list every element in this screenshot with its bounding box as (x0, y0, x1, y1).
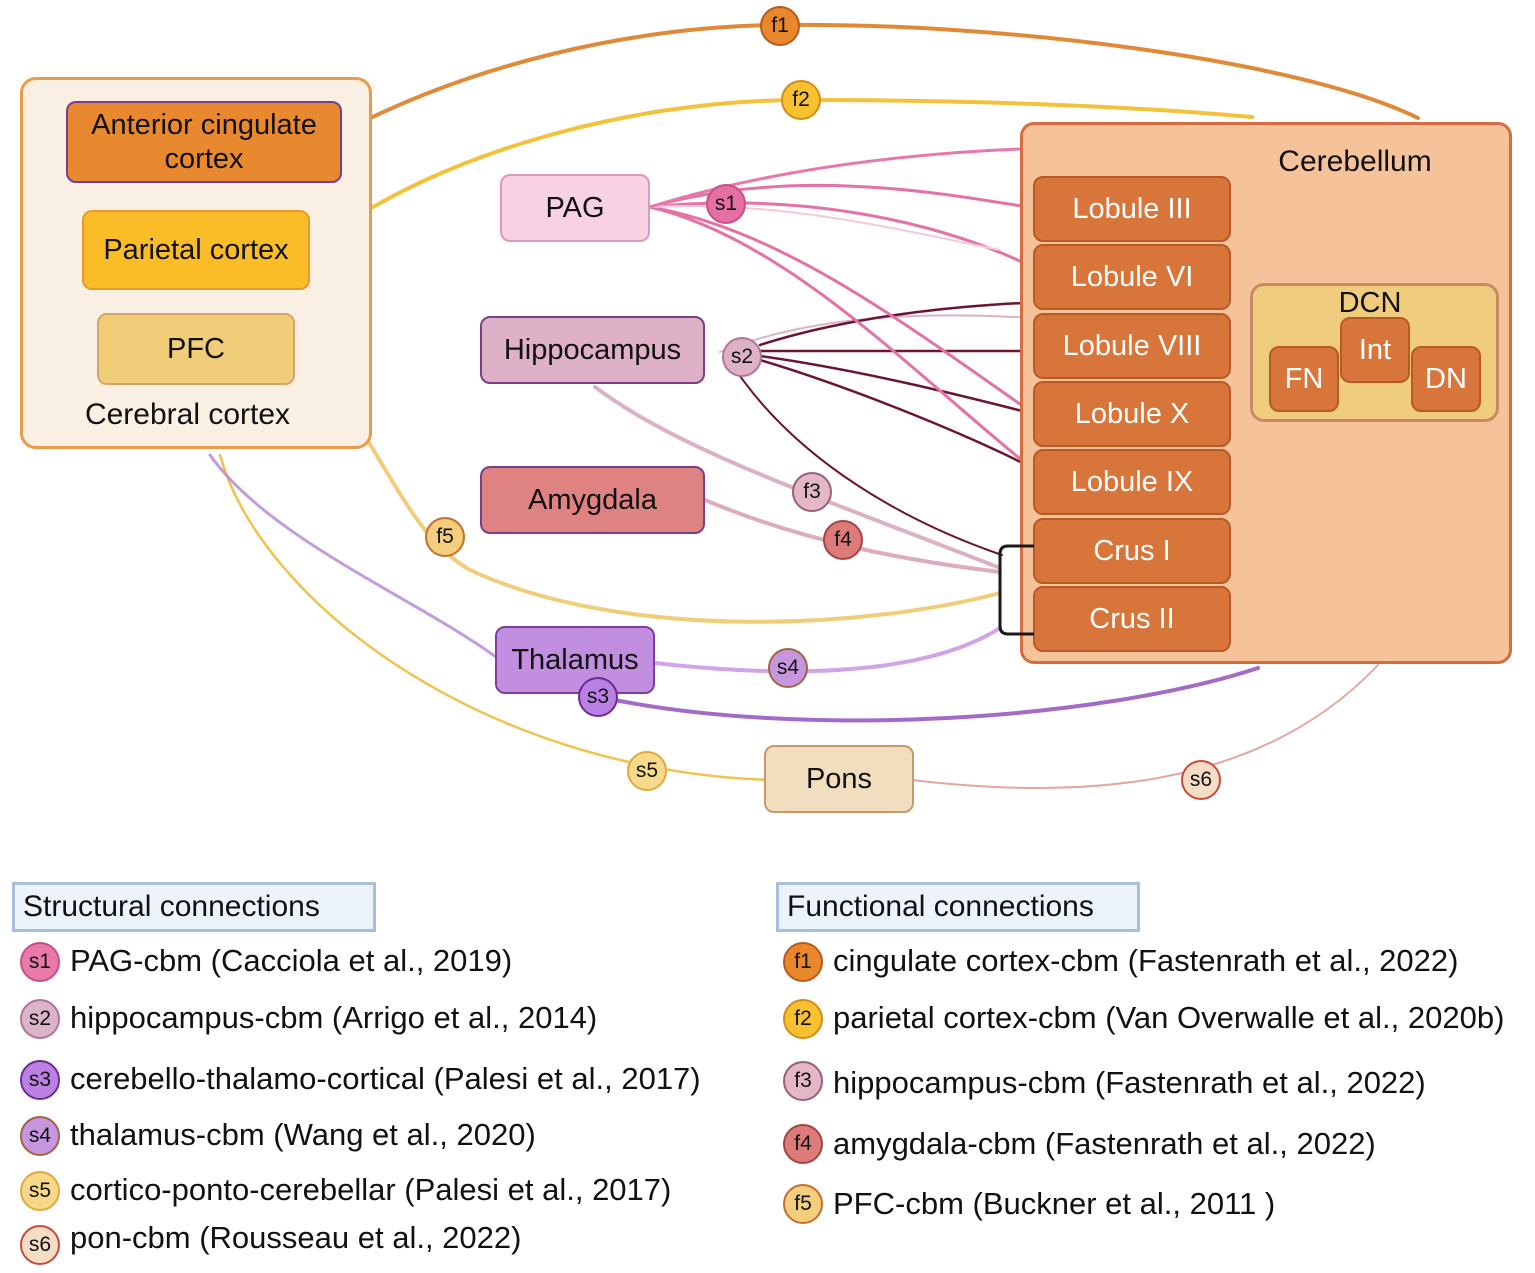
legend-text-f1: cingulate cortex-cbm (Fastenrath et al.,… (833, 943, 1459, 978)
lobule-x: Lobule X (1033, 381, 1231, 447)
tract-s2-lobulex (758, 354, 1036, 416)
tract-s3-cortex (208, 453, 502, 662)
structural-legend-title: Structural connections (12, 882, 376, 932)
legend-text-s3: cerebello-thalamo-cortical (Palesi et al… (70, 1061, 701, 1096)
node-amygdala: Amygdala (480, 466, 705, 534)
node-dn: DN (1411, 346, 1481, 412)
legend-text-f4: amygdala-cbm (Fastenrath et al., 2022) (833, 1126, 1376, 1161)
badge-f2: f2 (781, 80, 821, 120)
node-int: Int (1340, 317, 1410, 383)
tract-s2-light (719, 314, 1035, 353)
legend-badge-f3: f3 (783, 1061, 823, 1101)
badge-s4: s4 (768, 648, 808, 688)
tract-s1-light (649, 204, 1001, 251)
node-thalamus: Thalamus (495, 626, 655, 694)
node-hippocampus: Hippocampus (480, 316, 705, 384)
legend-badge-f1: f1 (783, 942, 823, 982)
legend-badge-f5: f5 (783, 1184, 823, 1224)
badge-s6: s6 (1181, 760, 1221, 800)
badge-f3: f3 (792, 472, 832, 512)
legend-text-f2: parietal cortex-cbm (Van Overwalle et al… (833, 1000, 1505, 1035)
legend-badge-s4: s4 (20, 1116, 60, 1156)
legend-badge-f2: f2 (783, 999, 823, 1039)
node-pfc: PFC (97, 313, 295, 385)
cerebellum-label: Cerebellum (1278, 145, 1432, 178)
badge-s1: s1 (706, 184, 746, 224)
legend-badge-s1: s1 (20, 942, 60, 982)
legend-text-f5: PFC-cbm (Buckner et al., 2011 ) (833, 1186, 1276, 1221)
badge-s3: s3 (578, 677, 618, 717)
legend-badge-s6: s6 (20, 1225, 60, 1265)
tract-s3-cbm (598, 666, 1260, 723)
tract-s1-lobuleix (648, 205, 1042, 477)
tract-s1-lobulex (648, 205, 1036, 416)
legend-badge-s3: s3 (20, 1060, 60, 1100)
legend-text-s1: PAG-cbm (Cacciola et al., 2019) (70, 943, 513, 978)
cerebral-cortex-label: Cerebral cortex (84, 398, 291, 431)
tract-s6 (911, 664, 1379, 790)
badge-f5: f5 (425, 517, 465, 557)
node-anterior-cingulate-cortex: Anterior cingulate cortex (66, 101, 342, 183)
lobule-viii: Lobule VIII (1033, 313, 1231, 379)
legend-text-s2: hippocampus-cbm (Arrigo et al., 2014) (70, 1000, 598, 1035)
node-pons: Pons (764, 745, 914, 813)
legend-text-s5: cortico-ponto-cerebellar (Palesi et al.,… (70, 1172, 672, 1207)
legend-text-s6: pon-cbm (Rousseau et al., 2022) (70, 1220, 522, 1255)
tract-f1 (340, 22, 1420, 134)
node-pag: PAG (500, 174, 650, 242)
node-parietal-cortex: Parietal cortex (82, 210, 310, 290)
node-fn: FN (1269, 346, 1339, 412)
legend-badge-s5: s5 (20, 1171, 60, 1211)
crus-i: Crus I (1033, 518, 1231, 584)
tract-s2-lobuleix (758, 358, 1042, 474)
tract-s2-crus (739, 375, 1003, 556)
badge-f4: f4 (823, 520, 863, 560)
legend-text-s4: thalamus-cbm (Wang et al., 2020) (70, 1117, 536, 1152)
dcn-label: DCN (1338, 287, 1402, 319)
functional-legend-title: Functional connections (776, 882, 1140, 932)
legend-badge-s2: s2 (20, 999, 60, 1039)
badge-s5: s5 (627, 751, 667, 791)
badge-s2: s2 (722, 337, 762, 377)
lobule-ix: Lobule IX (1033, 449, 1231, 515)
legend-text-f3: hippocampus-cbm (Fastenrath et al., 2022… (833, 1065, 1426, 1100)
tract-f3 (593, 385, 1002, 570)
crus-ii: Crus II (1033, 586, 1231, 652)
lobule-vi: Lobule VI (1033, 244, 1231, 310)
badge-f1: f1 (760, 6, 800, 46)
legend-badge-f4: f4 (783, 1124, 823, 1164)
lobule-iii: Lobule III (1033, 176, 1231, 242)
tract-s4 (653, 626, 1002, 674)
